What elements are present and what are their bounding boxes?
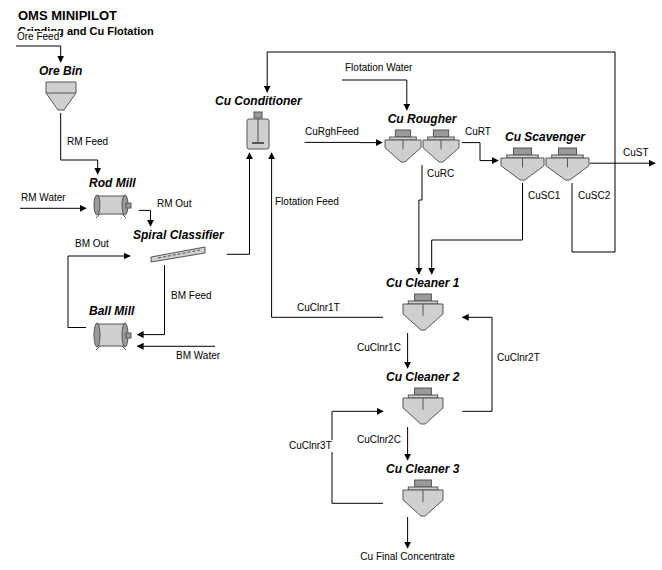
stream-line xyxy=(332,411,383,503)
unit-label: Cu Conditioner xyxy=(214,94,303,109)
unit-operation: Ball Mill xyxy=(88,304,135,351)
equipment-icon xyxy=(150,245,206,263)
stream-line xyxy=(432,183,523,274)
feed-line xyxy=(20,208,86,209)
unit-label: Rod Mill xyxy=(88,176,137,191)
feed-line xyxy=(590,163,655,164)
feed-line xyxy=(16,46,61,62)
stream-label: BM Feed xyxy=(170,290,213,302)
unit-label: Cu Cleaner 1 xyxy=(385,276,460,291)
stream-line xyxy=(419,165,422,274)
unit-label: Ball Mill xyxy=(88,304,135,319)
unit-operation: Cu Cleaner 3 xyxy=(385,462,460,517)
stream-label: BM Out xyxy=(74,238,110,250)
feed-line xyxy=(137,346,215,347)
unit-operation: Cu Cleaner 2 xyxy=(385,370,460,425)
unit-operation: Ore Bin xyxy=(38,64,83,111)
stream-line xyxy=(227,153,250,254)
stream-line xyxy=(462,143,498,161)
unit-operation: Cu Rougher xyxy=(384,112,460,163)
stream-label: Cu Final Concentrate xyxy=(359,551,456,563)
stream-label: CuSC1 xyxy=(527,190,561,202)
unit-label: Cu Scavenger xyxy=(500,130,590,145)
equipment-icon xyxy=(500,147,590,181)
unit-operation: Cu Cleaner 1 xyxy=(385,276,460,331)
unit-label: Cu Cleaner 3 xyxy=(385,462,460,477)
stream-label: Flotation Feed xyxy=(274,196,340,208)
equipment-icon xyxy=(384,129,460,163)
unit-operation: Cu Conditioner xyxy=(214,94,303,151)
stream-label: RM Water xyxy=(20,192,67,204)
stream-label: CuClnr3T xyxy=(288,440,333,452)
stream-line xyxy=(267,52,615,252)
equipment-icon xyxy=(402,479,444,517)
stream-line xyxy=(407,427,408,460)
unit-label: Cu Cleaner 2 xyxy=(385,370,460,385)
unit-operation: Rod Mill xyxy=(88,176,137,219)
diagram-title: OMS MINIPILOT xyxy=(18,8,117,24)
stream-label: BM Water xyxy=(175,350,221,362)
equipment-icon xyxy=(402,293,444,331)
feed-line xyxy=(407,517,408,548)
stream-label: RM Out xyxy=(156,198,192,210)
equipment-icon xyxy=(44,81,78,111)
stream-line xyxy=(272,153,383,317)
stream-label: CuRC xyxy=(426,168,455,180)
stream-label: Ore Feed xyxy=(16,31,60,43)
stream-label: CuClnr2C xyxy=(356,434,402,446)
stream-line xyxy=(407,333,408,368)
equipment-icon xyxy=(92,193,132,219)
unit-label: Spiral Classifier xyxy=(132,228,225,243)
stream-line xyxy=(462,317,492,411)
equipment-icon xyxy=(92,321,132,351)
unit-label: Cu Rougher xyxy=(384,112,460,127)
stream-label: CuST xyxy=(622,147,650,159)
stream-line xyxy=(139,210,151,226)
unit-operation: Cu Scavenger xyxy=(500,130,590,181)
stream-label: CuRghFeed xyxy=(304,126,360,138)
unit-label: Ore Bin xyxy=(38,64,83,79)
stream-label: CuClnr1T xyxy=(296,302,341,314)
stream-label: CuClnr2T xyxy=(496,352,541,364)
stream-line xyxy=(137,265,164,335)
stream-line xyxy=(305,142,382,143)
feed-line xyxy=(342,80,407,110)
stream-label: Flotation Water xyxy=(344,62,413,74)
stream-label: CuRT xyxy=(464,126,492,138)
stream-label: CuClnr1C xyxy=(356,342,402,354)
equipment-icon xyxy=(402,387,444,425)
unit-operation: Spiral Classifier xyxy=(132,228,225,263)
stream-label: CuSC2 xyxy=(577,190,611,202)
stream-label: RM Feed xyxy=(66,136,109,148)
equipment-icon xyxy=(245,111,271,151)
